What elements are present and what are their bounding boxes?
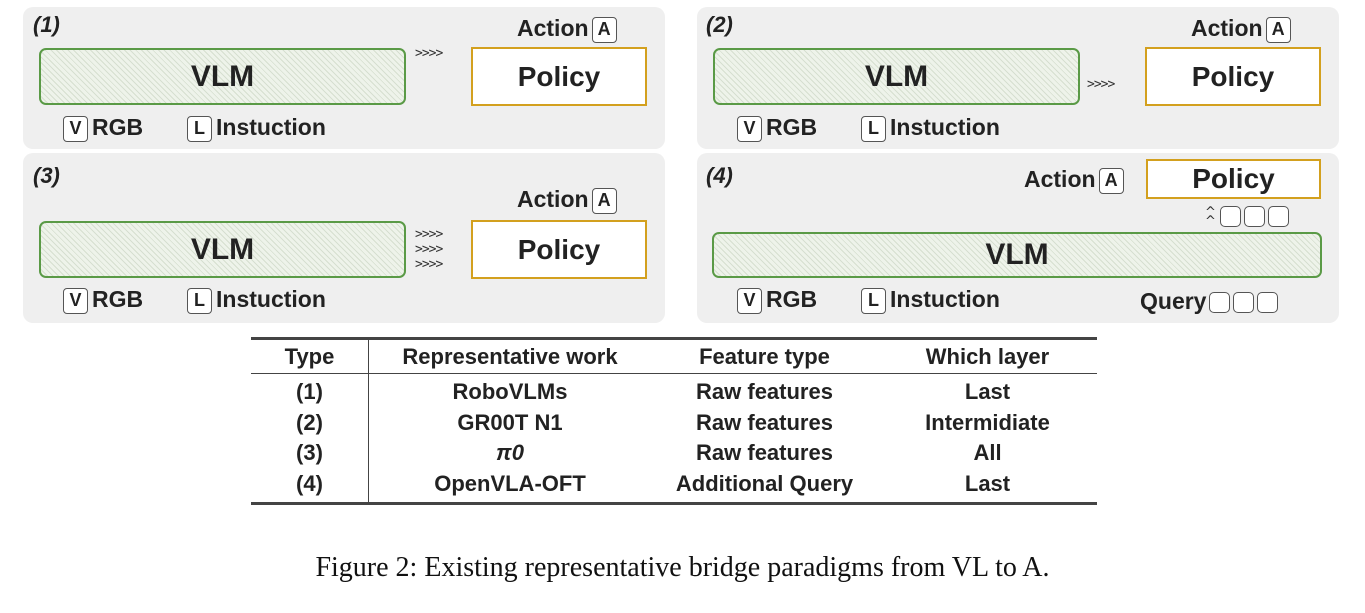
table-row: (3) π0 Raw features All [251,438,1097,469]
language-key-icon: L [861,115,886,142]
query-label: Query [1140,288,1207,314]
language-label: Instuction [216,114,326,140]
panel-2-arrows: >>>> [1087,77,1115,92]
panel-4-vlm-box: VLM [712,232,1322,278]
col-header-work: Representative work [368,338,651,374]
col-header-type: Type [251,338,369,374]
language-label: Instuction [890,114,1000,140]
cell-feature: Additional Query [675,470,854,496]
panel-3-vlm-box: VLM [39,221,406,278]
panel-2-vlm-box: VLM [713,48,1080,105]
vision-label: RGB [766,286,818,312]
cell-work: RoboVLMs [452,379,568,404]
panel-4-label: (4) [706,163,733,188]
cell-feature: Raw features [696,379,833,404]
panel-2-policy-box: Policy [1145,47,1321,106]
panel-3-policy-box: Policy [471,220,647,279]
vision-key-icon: V [737,287,762,314]
vision-key-icon: V [63,115,88,142]
vision-label: RGB [766,114,818,140]
table-row: (1) RoboVLMs Raw features Last [251,373,1097,408]
cell-type: (4) [251,468,369,504]
action-label: Action [1024,166,1096,192]
panel-4-policy-box: Policy [1146,159,1321,199]
cell-work: GR00T N1 [457,409,563,435]
cell-layer: Intermidiate [925,409,1050,435]
output-token [1244,206,1265,227]
cell-work: OpenVLA-OFT [434,470,586,496]
query-token [1209,292,1231,314]
action-key-icon: A [1098,167,1124,194]
language-label: Instuction [216,286,326,312]
col-header-layer: Which layer [878,338,1097,374]
panel-3-arrows: >>>> >>>> >>>> [415,227,443,272]
cell-feature: Raw features [696,440,833,465]
action-label: Action [1191,15,1263,41]
query-token [1233,292,1255,314]
table-header-row: Type Representative work Feature type Wh… [251,338,1097,374]
cell-type: (3) [251,438,369,469]
vision-key-icon: V [63,287,88,314]
cell-layer: Last [964,379,1011,404]
cell-work: π0 [496,440,524,465]
panel-4-query: Query [1140,288,1279,315]
action-label: Action [517,186,589,212]
panel-1-arrows: >>>> [415,46,443,61]
table-row: (4) OpenVLA-OFT Additional Query Last [251,468,1097,504]
output-token [1220,206,1241,227]
language-key-icon: L [187,115,212,142]
figure-caption: Figure 2: Existing representative bridge… [315,552,1050,583]
panel-4-up-arrows: ^ ^ [1205,205,1216,229]
panel-3-label: (3) [33,163,60,188]
action-key-icon: A [591,187,617,214]
language-key-icon: L [187,287,212,314]
panel-1-label: (1) [33,12,60,37]
col-header-feature: Feature type [651,338,878,374]
vision-label: RGB [92,286,144,312]
action-label: Action [517,15,589,41]
action-key-icon: A [1265,16,1291,43]
output-token [1268,206,1289,227]
cell-type: (1) [251,373,369,408]
paradigm-table: Type Representative work Feature type Wh… [251,337,1097,505]
action-key-icon: A [591,16,617,43]
cell-layer: All [973,440,1002,465]
panel-4-output-tokens [1217,206,1289,227]
vision-label: RGB [92,114,144,140]
table-row: (2) GR00T N1 Raw features Intermidiate [251,407,1097,438]
query-token [1257,292,1279,314]
language-label: Instuction [890,286,1000,312]
panel-1-policy-box: Policy [471,47,647,106]
panel-1-vlm-box: VLM [39,48,406,105]
cell-layer: Last [964,470,1011,496]
cell-feature: Raw features [696,409,833,435]
vision-key-icon: V [737,115,762,142]
language-key-icon: L [861,287,886,314]
panel-2-label: (2) [706,12,733,37]
cell-type: (2) [251,407,369,438]
